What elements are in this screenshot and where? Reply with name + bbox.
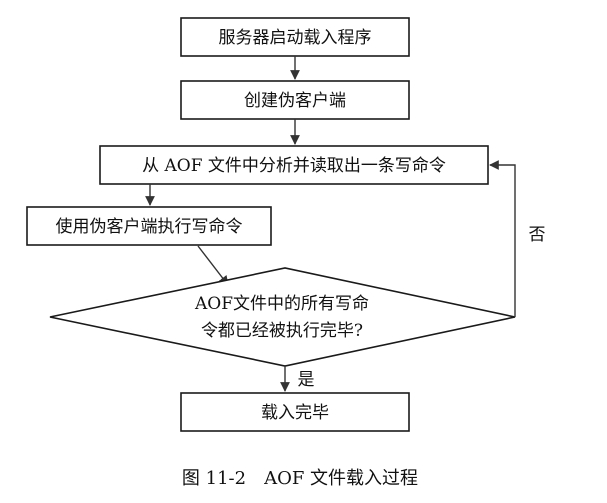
node-loading-complete-label: 载入完毕 xyxy=(261,403,329,423)
node-decision-line2: 令都已经被执行完毕? xyxy=(201,321,363,341)
node-decision: AOF文件中的所有写命 令都已经被执行完毕? xyxy=(49,267,516,367)
node-read-command-label: 从 AOF 文件中分析并读取出一条写命令 xyxy=(142,156,446,176)
edge-label-no: 否 xyxy=(529,225,546,245)
node-create-pseudo-client: 创建伪客户端 xyxy=(180,80,410,120)
node-execute-command-label: 使用伪客户端执行写命令 xyxy=(56,216,243,237)
figure-caption: 图 11-2 AOF 文件载入过程 xyxy=(182,468,418,489)
node-execute-command: 使用伪客户端执行写命令 xyxy=(26,206,272,246)
node-create-pseudo-client-label: 创建伪客户端 xyxy=(244,91,346,111)
edge-decision-no-loop xyxy=(489,160,516,317)
edge-execute-to-decision xyxy=(197,245,229,286)
node-server-start-label: 服务器启动载入程序 xyxy=(219,28,372,48)
node-read-command: 从 AOF 文件中分析并读取出一条写命令 xyxy=(99,145,489,185)
node-loading-complete: 载入完毕 xyxy=(180,392,410,432)
node-decision-line1: AOF文件中的所有写命 xyxy=(194,294,369,314)
edge-label-yes: 是 xyxy=(298,370,315,390)
node-server-start: 服务器启动载入程序 xyxy=(180,17,410,57)
